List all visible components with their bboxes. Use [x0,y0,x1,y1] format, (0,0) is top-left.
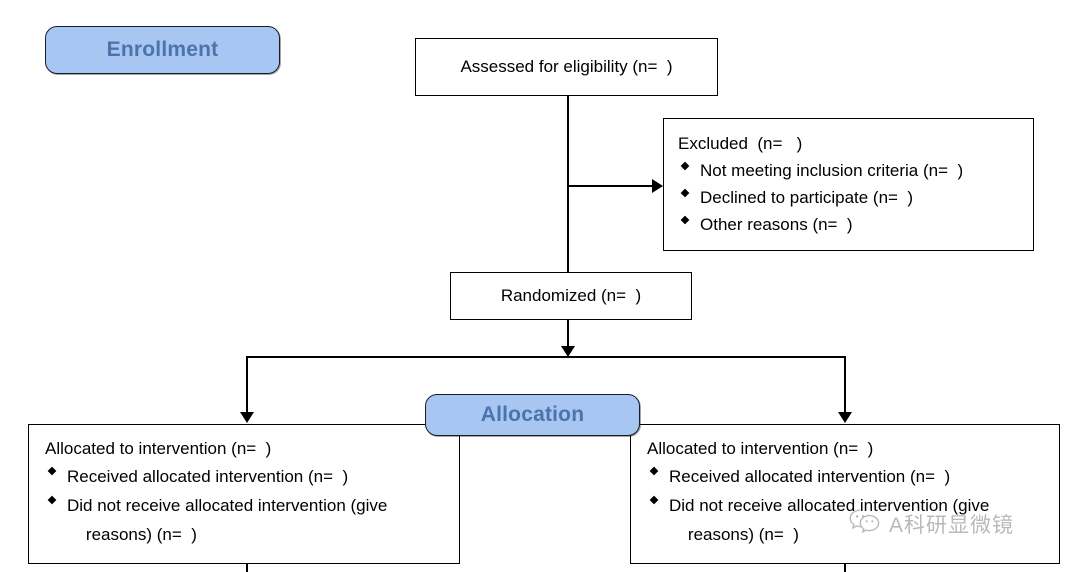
box-allocated-right-title: Allocated to intervention (n= ) [647,439,874,458]
connector-allocation-split-bar [246,356,846,358]
connector-allocation-left-arrowhead [240,412,254,423]
box-allocated-left-title: Allocated to intervention (n= ) [45,439,272,458]
box-assessed-for-eligibility: Assessed for eligibility (n= ) [415,38,718,96]
connector-left-box-bottom-stub [246,564,248,572]
connector-allocation-right-down [844,356,846,414]
connector-to-excluded-line [567,185,652,187]
list-item: Did not receive allocated intervention (… [45,491,445,549]
list-item: Declined to participate (n= ) [678,184,1019,211]
list-item-label: Not meeting inclusion criteria (n= ) [700,161,964,180]
diamond-bullet-icon [680,161,690,171]
list-item-label: Did not receive allocated intervention (… [669,496,990,544]
diamond-bullet-icon [47,466,57,476]
list-item-label: Declined to participate (n= ) [700,188,914,207]
box-excluded: Excluded (n= ) Not meeting inclusion cri… [663,118,1034,251]
list-item-label: Received allocated intervention (n= ) [67,467,349,486]
list-item: Received allocated intervention (n= ) [45,462,445,491]
connector-allocation-right-arrowhead [838,412,852,423]
connector-randomized-down [567,320,569,357]
box-excluded-list: Not meeting inclusion criteria (n= ) Dec… [678,157,1019,238]
connector-randomized-arrowhead [561,346,575,357]
box-excluded-title: Excluded (n= ) [678,134,803,153]
list-item: Other reasons (n= ) [678,211,1019,238]
diamond-bullet-icon [680,188,690,198]
diamond-bullet-icon [649,495,659,505]
diamond-bullet-icon [680,215,690,225]
connector-assessed-trunk [567,96,569,272]
connector-allocation-left-down [246,356,248,414]
stage-banner-allocation-label: Allocation [480,403,585,426]
stage-banner-enrollment-label: Enrollment [106,38,219,61]
box-allocated-right-list: Received allocated intervention (n= ) Di… [647,462,1045,549]
diamond-bullet-icon [649,466,659,476]
connector-to-excluded-arrowhead [652,179,663,193]
list-item: Not meeting inclusion criteria (n= ) [678,157,1019,184]
box-allocated-right: Allocated to intervention (n= ) Received… [630,424,1060,564]
diamond-bullet-icon [47,495,57,505]
list-item-label: Other reasons (n= ) [700,215,853,234]
connector-right-box-bottom-stub [844,564,846,572]
box-randomized: Randomized (n= ) [450,272,692,320]
box-randomized-label: Randomized (n= ) [500,286,642,305]
box-allocated-left: Allocated to intervention (n= ) Received… [28,424,460,564]
list-item: Received allocated intervention (n= ) [647,462,1045,491]
list-item-label: Received allocated intervention (n= ) [669,467,951,486]
box-allocated-left-list: Received allocated intervention (n= ) Di… [45,462,445,549]
list-item: Did not receive allocated intervention (… [647,491,1045,549]
stage-banner-allocation: Allocation [425,394,640,436]
list-item-label: Did not receive allocated intervention (… [67,496,388,544]
box-assessed-label: Assessed for eligibility (n= ) [460,57,673,76]
stage-banner-enrollment: Enrollment [45,26,280,74]
